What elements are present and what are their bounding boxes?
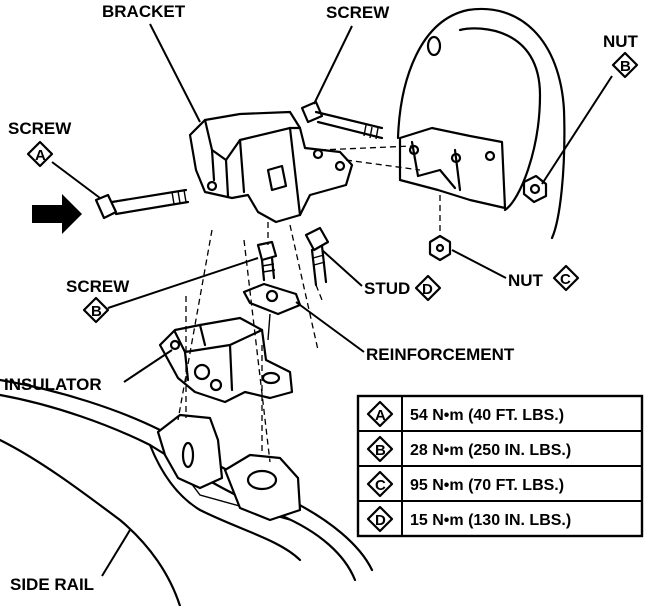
nut-top-b (522, 174, 548, 204)
insulator-label: INSULATOR (4, 375, 102, 394)
left-screw-a (94, 188, 190, 220)
top-screw (300, 100, 384, 140)
bracket-label: BRACKET (102, 2, 186, 21)
torque-row-c: C 95 N•m (70 FT. LBS.) (366, 470, 564, 498)
screw-mid-leader (107, 257, 259, 309)
torque-row-d: D 15 N•m (130 IN. LBS.) (366, 505, 571, 533)
alignment-lines (177, 145, 441, 463)
frame-bracket-left (156, 413, 224, 490)
svg-text:28 N•m (250 IN. LBS.): 28 N•m (250 IN. LBS.) (410, 442, 571, 459)
torque-row-a: A 54 N•m (40 FT. LBS.) (366, 400, 564, 428)
side-rail-leader (101, 529, 131, 577)
nut-right-leader (451, 249, 507, 279)
insertion-arrow-icon (32, 194, 82, 234)
frame-bracket-right (223, 453, 302, 522)
screw-left-leader (51, 161, 101, 199)
nut-top-code-badge: B (611, 51, 639, 79)
nut-right-label: NUT (508, 271, 544, 290)
screw-mid-code-badge: B (82, 296, 110, 324)
engine-bracket (188, 110, 354, 224)
svg-text:B: B (620, 58, 631, 75)
nut-right-c (428, 234, 452, 262)
nut-right-code-badge: C (552, 264, 580, 292)
side-rail-frame (0, 378, 374, 608)
stud-code-badge: D (414, 274, 442, 302)
svg-text:D: D (375, 512, 386, 529)
svg-text:95 N•m (70 FT. LBS.): 95 N•m (70 FT. LBS.) (410, 477, 564, 494)
stud-d (304, 226, 330, 287)
svg-text:C: C (375, 477, 386, 494)
svg-text:B: B (375, 442, 386, 459)
screw-top-leader (313, 25, 353, 105)
screw-mid-label: SCREW (66, 277, 130, 296)
torque-table: A 54 N•m (40 FT. LBS.) B 28 N•m (250 IN.… (356, 394, 644, 538)
svg-text:D: D (422, 281, 433, 298)
stud-leader (321, 249, 363, 287)
nut-top-label: NUT (603, 32, 639, 51)
reinforcement-leader (295, 301, 365, 353)
svg-text:B: B (91, 303, 102, 320)
nut-top-leader (541, 75, 613, 185)
screw-top-label: SCREW (326, 3, 390, 22)
mid-screw-b (256, 240, 278, 282)
torque-row-b: B 28 N•m (250 IN. LBS.) (366, 435, 571, 463)
insulator-leader (123, 349, 173, 383)
svg-text:A: A (35, 147, 46, 164)
stud-label: STUD (364, 279, 410, 298)
svg-text:C: C (560, 271, 571, 288)
insulator-part (158, 316, 294, 404)
svg-text:15 N•m (130 IN. LBS.): 15 N•m (130 IN. LBS.) (410, 512, 571, 529)
reinforcement-label: REINFORCEMENT (366, 345, 515, 364)
bracket-leader (149, 23, 201, 123)
svg-text:54 N•m (40 FT. LBS.): 54 N•m (40 FT. LBS.) (410, 407, 564, 424)
side-rail-label: SIDE RAIL (10, 575, 94, 594)
screw-left-code-badge: A (26, 140, 54, 168)
screw-left-label: SCREW (8, 119, 72, 138)
frame-hanger (396, 7, 566, 240)
svg-text:A: A (375, 407, 386, 424)
